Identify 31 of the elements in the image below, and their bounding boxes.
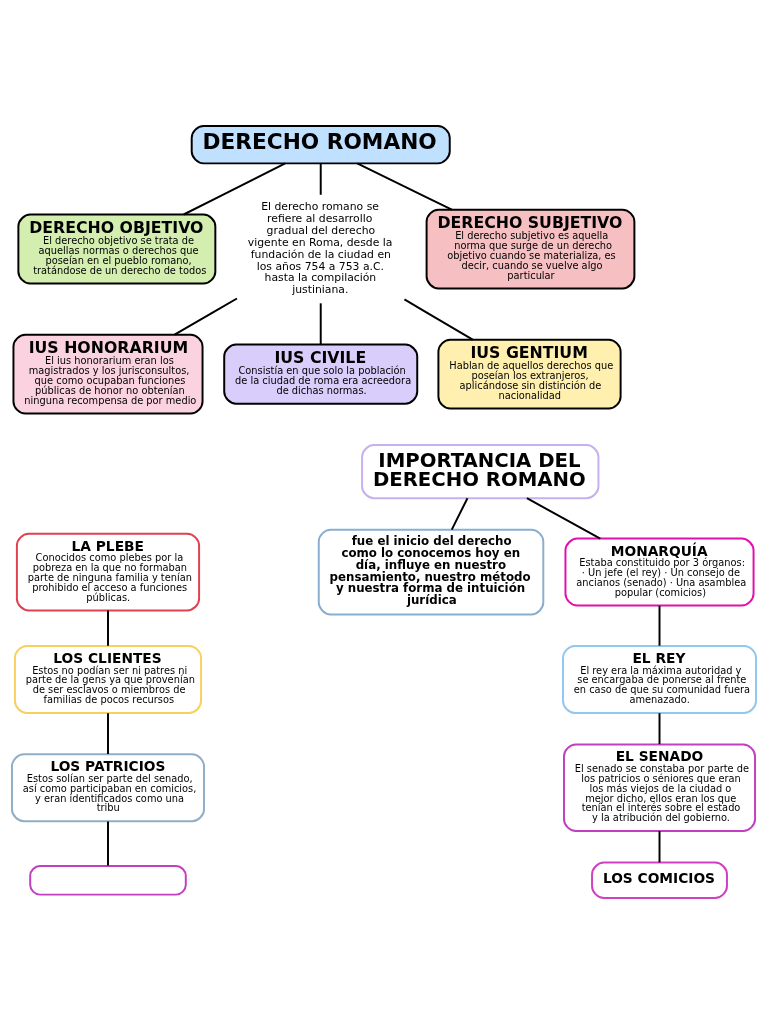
node-box: DERECHO OBJETIVO El derecho objetivo se trata de aquellas normas o derechos que poseían en el pueblo romano, tratándose de un derecho de todos (17, 213, 217, 285)
node-box: EL SENADO El senado se constaba por parte de los patricios o séniores que eran los más viejos de la ciudad o mejor dicho, ellos eran los que tenían el interés sobre el estado y la atribución del gobierno. (563, 743, 757, 833)
connector (182, 162, 287, 216)
connector (173, 297, 238, 336)
node-box: DERECHO ROMANO (190, 124, 451, 165)
node-box: IUS CIVILE Consistía en que solo la población de la ciudad de roma era acreedora de dichas normas. (223, 343, 419, 405)
connector (107, 712, 109, 755)
connector (525, 497, 602, 540)
node-box: EL REY El rey era la máxima autoridad y se encargaba de ponerse al frente en caso de que su comunidad fuera amenazado. (562, 644, 757, 714)
connector (450, 497, 469, 531)
node-box: IUS GENTIUM Hablan de aquellos derechos que poseían los extranjeros, aplicándose sin distinción de nacionalidad (437, 338, 622, 410)
connector (658, 712, 661, 746)
node-box: LA PLEBE Conocidos como plebes por la pobreza en la que no formaban parte de ninguna familia y tenían prohibido el acceso a funciones públicas. (15, 532, 201, 612)
node-box (29, 865, 187, 896)
connector (403, 298, 474, 341)
connector (319, 162, 322, 196)
node-box: DERECHO SUBJETIVO El derecho subjetivo es aquella norma que surge de un derecho objetivo cuando se materializa, es decir, cuando se vuelve algo particular (425, 208, 636, 290)
node-box: LOS PATRICIOS Estos solían ser parte del senado, así como participaban en comicios, y eran identificados como una tribu (11, 753, 205, 823)
node-box: LOS CLIENTES Estos no podían ser ni patres ni parte de la gens ya que provenían de ser esclavos o miembros de familias de pocos recursos (13, 644, 203, 714)
node-box: IMPORTANCIA DEL DERECHO ROMANO (361, 444, 600, 500)
node-box: IUS HONORARIUM El ius honorarium eran los magistrados y los jurisconsultos, que como ocupaban funciones públicas de honor no obtenían ninguna recompensa de por medio (12, 333, 204, 415)
connector (658, 830, 661, 864)
node-text: El derecho romano se refiere al desarrollo gradual del derecho vigente en Roma, desde la fundación de la ciudad en los años 754 a 753 a.C. hasta la compilación justiniana. (247, 200, 393, 297)
connector (356, 162, 453, 211)
node-box: LOS COMICIOS (591, 861, 728, 900)
connector (107, 820, 109, 867)
node-box: MONARQUÍA Estaba constituido por 3 órganos: · Un jefe (el rey) · Un consejo de ancianos (senado) · Una asamblea popular (comicios) (564, 537, 755, 607)
node-box: fue el inicio del derecho como lo conocemos hoy en día, influye en nuestro pensamiento, nuestro método y nuestra forma de intuición jurídica (317, 528, 545, 616)
connector (319, 302, 322, 346)
connector (107, 609, 109, 647)
connector (658, 604, 661, 647)
